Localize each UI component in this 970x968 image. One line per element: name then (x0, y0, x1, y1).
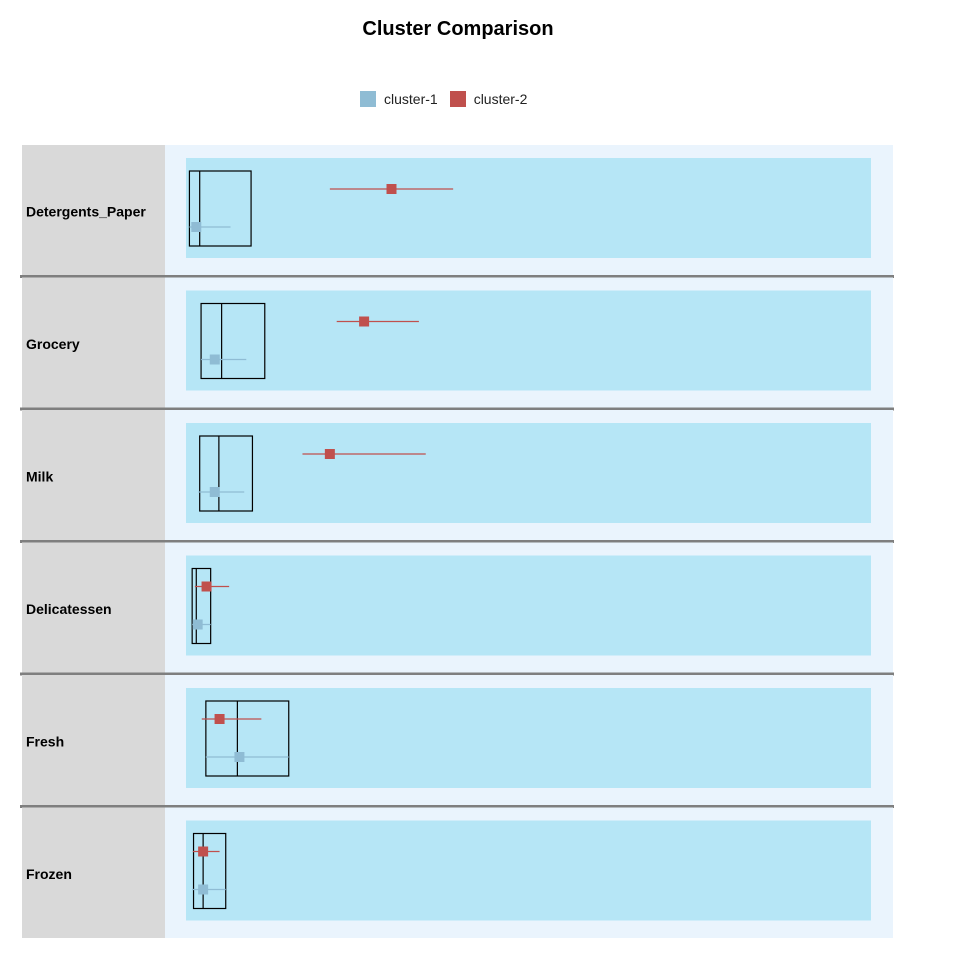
box-milk (199, 435, 254, 512)
box-frozen (192, 832, 227, 910)
row-band-milk (186, 423, 871, 523)
cluster-2-marker-detergents-paper (386, 184, 397, 194)
row-label-grocery: Grocery (26, 336, 80, 352)
cluster-2-marker-grocery (359, 316, 370, 327)
row-label-cell-grocery (22, 277, 165, 408)
row-label-milk: Milk (26, 468, 53, 484)
legend-item-cluster-1: cluster-1 (360, 91, 438, 107)
row-label-cell-milk (22, 410, 165, 541)
row-label-cell-detergents-paper (22, 145, 165, 276)
row-label-detergents-paper: Detergents_Paper (26, 203, 146, 219)
legend-label-cluster-2: cluster-2 (473, 91, 528, 107)
row-label-frozen: Frozen (26, 866, 72, 882)
row-band-fresh (186, 688, 871, 788)
row-label-cell-frozen (22, 807, 165, 938)
cluster-1-marker-frozen (198, 884, 209, 895)
cluster-2-marker-delicatessen (201, 581, 212, 592)
cluster-1-marker-grocery (209, 354, 220, 365)
cluster-1-marker-delicatessen (192, 619, 203, 630)
legend-item-cluster-2: cluster-2 (449, 91, 528, 107)
row-label-fresh: Fresh (26, 733, 64, 749)
box-grocery (200, 302, 266, 380)
box-detergents-paper (188, 170, 252, 247)
cluster-2-marker-frozen (198, 846, 209, 857)
cluster-2-marker-milk (324, 449, 335, 459)
cluster-1-marker-milk (209, 487, 220, 497)
legend-swatch-cluster-2 (449, 91, 466, 107)
row-band-delicatessen (186, 555, 871, 656)
cluster-2-marker-fresh (214, 714, 225, 724)
row-label-delicatessen: Delicatessen (26, 601, 112, 617)
box-delicatessen (191, 567, 212, 645)
legend-label-cluster-1: cluster-1 (384, 91, 438, 107)
row-band-frozen (186, 820, 871, 921)
legend: cluster-1 cluster-2 (360, 90, 539, 108)
row-band-grocery (186, 290, 871, 391)
legend-swatch-cluster-1 (360, 91, 376, 107)
chart-title: Cluster Comparison (362, 18, 554, 40)
row-label-cell-fresh (22, 675, 165, 806)
row-label-cell-delicatessen (22, 542, 165, 673)
cluster-1-marker-fresh (234, 752, 245, 762)
cluster-1-marker-detergents-paper (191, 222, 202, 232)
box-fresh (205, 700, 290, 777)
row-band-detergents-paper (186, 158, 871, 258)
